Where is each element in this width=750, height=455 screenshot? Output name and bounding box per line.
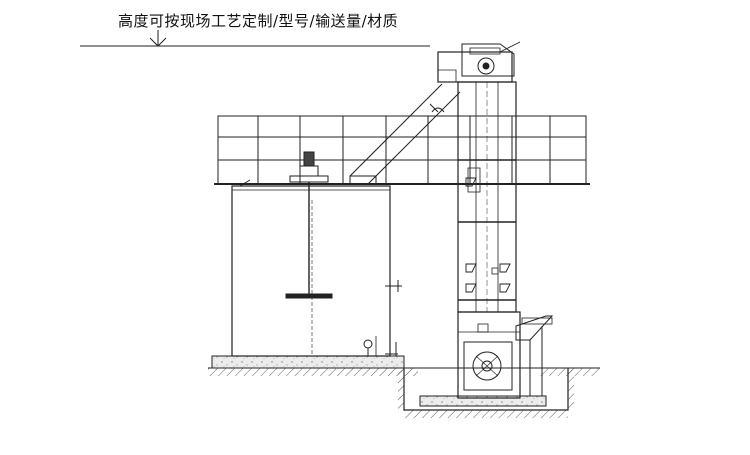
mixer-agitator bbox=[239, 151, 333, 356]
annotation-text: 高度可按现场工艺定制/型号/输送量/材质 bbox=[118, 12, 399, 30]
platform-railing bbox=[214, 115, 590, 185]
storage-tank bbox=[231, 185, 402, 357]
inclined-chute bbox=[349, 83, 461, 185]
bucket-elevator bbox=[437, 41, 554, 399]
annotation-leader bbox=[80, 30, 430, 47]
ground-foundation bbox=[208, 355, 600, 418]
